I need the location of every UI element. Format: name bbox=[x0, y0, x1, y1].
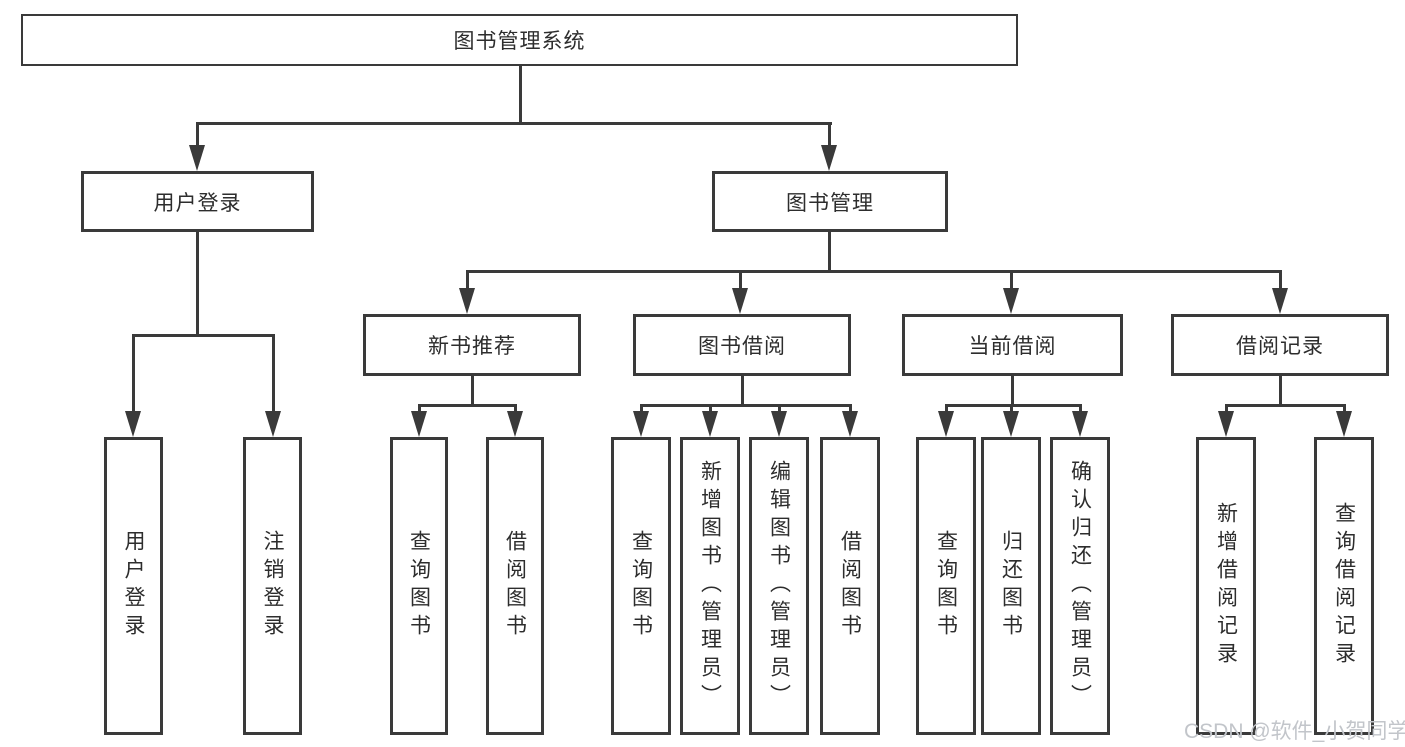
leaf-add-books-admin: 新增图书（管理员） bbox=[680, 437, 740, 735]
connector-bookmgmt-child2 bbox=[739, 270, 742, 292]
leaf-recommend-query-books: 查询图书 bbox=[390, 437, 448, 735]
connector-bookmgmt-drop bbox=[828, 232, 831, 272]
node-book-borrow: 图书借阅 bbox=[633, 314, 851, 376]
connector-records-drop bbox=[1279, 376, 1282, 407]
leaf-borrow-books-label: 借阅图书 bbox=[838, 530, 862, 642]
connector-current-drop bbox=[1011, 376, 1014, 407]
node-borrow-records: 借阅记录 bbox=[1171, 314, 1389, 376]
connector-borrow-child4 bbox=[849, 404, 852, 416]
leaf-query-borrow-record: 查询借阅记录 bbox=[1314, 437, 1374, 735]
connector-recommend-child1 bbox=[418, 404, 421, 416]
connector-login-child2 bbox=[272, 334, 275, 414]
connector-bookmgmt-hbar bbox=[466, 270, 1281, 273]
node-book-borrow-label: 图书借阅 bbox=[698, 335, 786, 358]
connector-root-to-bookmgmt bbox=[828, 122, 831, 148]
leaf-confirm-return-admin-label: 确认归还（管理员） bbox=[1068, 460, 1092, 712]
arrow-down-icon bbox=[842, 411, 858, 437]
leaf-add-borrow-record-label: 新增借阅记录 bbox=[1214, 502, 1238, 670]
leaf-current-query-books-label: 查询图书 bbox=[934, 530, 958, 642]
connector-records-child2 bbox=[1343, 404, 1346, 416]
arrow-down-icon bbox=[411, 411, 427, 437]
connector-current-child2 bbox=[1010, 404, 1013, 416]
connector-current-child1 bbox=[945, 404, 948, 416]
node-root: 图书管理系统 bbox=[21, 14, 1018, 66]
arrow-down-icon bbox=[702, 411, 718, 437]
node-current-borrow: 当前借阅 bbox=[902, 314, 1123, 376]
arrow-down-icon bbox=[189, 145, 205, 171]
leaf-user-login: 用户登录 bbox=[104, 437, 163, 735]
connector-bookmgmt-child3 bbox=[1010, 270, 1013, 292]
arrow-down-icon bbox=[125, 411, 141, 437]
leaf-logout: 注销登录 bbox=[243, 437, 302, 735]
arrow-down-icon bbox=[771, 411, 787, 437]
connector-records-child1 bbox=[1225, 404, 1228, 416]
connector-recommend-drop bbox=[471, 376, 474, 407]
arrow-down-icon bbox=[1003, 411, 1019, 437]
connector-bookmgmt-child4 bbox=[1279, 270, 1282, 292]
arrow-down-icon bbox=[1072, 411, 1088, 437]
leaf-add-books-admin-label: 新增图书（管理员） bbox=[698, 460, 722, 712]
arrow-down-icon bbox=[732, 288, 748, 314]
connector-records-hbar bbox=[1225, 404, 1345, 407]
leaf-return-books-label: 归还图书 bbox=[999, 530, 1023, 642]
leaf-borrow-books: 借阅图书 bbox=[820, 437, 880, 735]
leaf-borrow-query-books: 查询图书 bbox=[611, 437, 671, 735]
node-current-borrow-label: 当前借阅 bbox=[968, 335, 1057, 358]
leaf-current-query-books: 查询图书 bbox=[916, 437, 976, 735]
connector-login-drop bbox=[196, 232, 199, 336]
node-new-book-recommend-label: 新书推荐 bbox=[428, 335, 516, 358]
node-book-management-label: 图书管理 bbox=[786, 191, 874, 215]
leaf-edit-books-admin-label: 编辑图书（管理员） bbox=[767, 460, 791, 712]
arrow-down-icon bbox=[821, 145, 837, 171]
arrow-down-icon bbox=[507, 411, 523, 437]
node-user-login: 用户登录 bbox=[81, 171, 314, 232]
connector-borrow-hbar bbox=[640, 404, 851, 407]
connector-borrow-drop bbox=[741, 376, 744, 407]
csdn-watermark: CSDN @软件_小贺同学 bbox=[1184, 720, 1405, 743]
connector-recommend-child2 bbox=[514, 404, 517, 416]
arrow-down-icon bbox=[938, 411, 954, 437]
arrow-down-icon bbox=[1218, 411, 1234, 437]
node-new-book-recommend: 新书推荐 bbox=[363, 314, 581, 376]
arrow-down-icon bbox=[265, 411, 281, 437]
connector-bookmgmt-child1 bbox=[466, 270, 469, 292]
leaf-logout-label: 注销登录 bbox=[261, 530, 284, 642]
connector-root-drop bbox=[519, 66, 522, 124]
leaf-recommend-borrow-books: 借阅图书 bbox=[486, 437, 544, 735]
connector-borrow-child1 bbox=[640, 404, 643, 416]
connector-current-hbar bbox=[945, 404, 1081, 407]
leaf-return-books: 归还图书 bbox=[981, 437, 1041, 735]
node-root-label: 图书管理系统 bbox=[453, 30, 586, 53]
connector-root-to-login bbox=[196, 122, 199, 148]
connector-recommend-hbar bbox=[418, 404, 516, 407]
connector-current-child3 bbox=[1079, 404, 1082, 416]
arrow-down-icon bbox=[633, 411, 649, 437]
connector-login-hbar bbox=[132, 334, 275, 337]
arrow-down-icon bbox=[1336, 411, 1352, 437]
leaf-recommend-borrow-books-label: 借阅图书 bbox=[503, 530, 527, 642]
connector-borrow-child2 bbox=[709, 404, 712, 416]
node-book-management: 图书管理 bbox=[712, 171, 948, 232]
leaf-confirm-return-admin: 确认归还（管理员） bbox=[1050, 437, 1110, 735]
node-user-login-label: 用户登录 bbox=[153, 191, 242, 215]
leaf-recommend-query-books-label: 查询图书 bbox=[407, 530, 431, 642]
leaf-edit-books-admin: 编辑图书（管理员） bbox=[749, 437, 809, 735]
arrow-down-icon bbox=[459, 288, 475, 314]
leaf-query-borrow-record-label: 查询借阅记录 bbox=[1332, 502, 1356, 670]
leaf-borrow-query-books-label: 查询图书 bbox=[629, 530, 653, 642]
arrow-down-icon bbox=[1003, 288, 1019, 314]
node-borrow-records-label: 借阅记录 bbox=[1236, 335, 1324, 358]
connector-borrow-child3 bbox=[778, 404, 781, 416]
connector-root-hbar bbox=[196, 122, 832, 125]
leaf-add-borrow-record: 新增借阅记录 bbox=[1196, 437, 1256, 735]
arrow-down-icon bbox=[1272, 288, 1288, 314]
connector-login-child1 bbox=[132, 334, 135, 414]
leaf-user-login-label: 用户登录 bbox=[122, 530, 145, 642]
